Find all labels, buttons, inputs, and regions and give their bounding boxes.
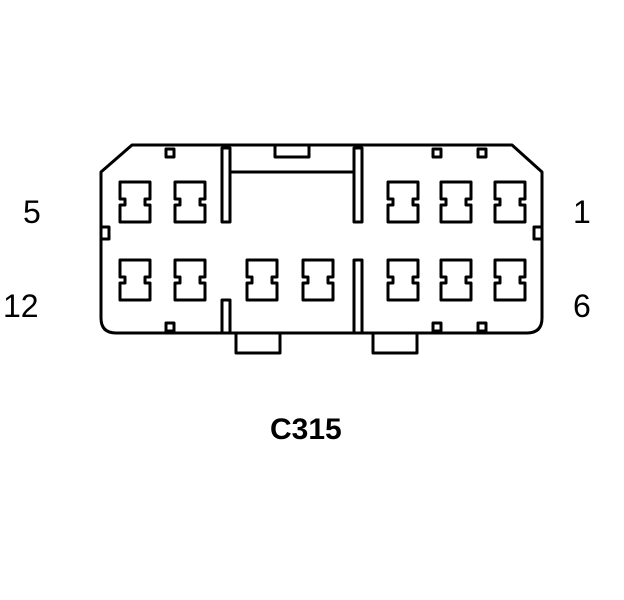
terminal-cavity-top-4: [439, 180, 473, 224]
pin-label-bottom-left: 12: [3, 288, 39, 324]
partition-post-right: [352, 146, 364, 224]
pin-label-top-right: 1: [573, 194, 591, 230]
divider-lower-left: [220, 298, 232, 335]
right-side-tab: [532, 225, 544, 241]
bottom-notch: [431, 321, 443, 333]
top-notch: [476, 147, 488, 159]
terminal-cavity-bottom-2: [173, 258, 207, 302]
bottom-notch: [476, 321, 488, 333]
terminal-cavity-bottom-3: [245, 258, 279, 302]
terminal-cavity-top-3: [386, 180, 420, 224]
terminal-cavity-bottom-1: [118, 258, 152, 302]
terminal-cavity-bottom-7: [493, 258, 527, 302]
divider-lower-right: [352, 258, 364, 335]
left-side-tab: [99, 225, 111, 241]
connector-name: C315: [270, 413, 342, 446]
bottom-lock-tab: [234, 331, 282, 355]
pin-label-top-left: 5: [23, 194, 41, 230]
connector-outline: [99, 143, 544, 335]
bottom-lock-tab: [371, 331, 419, 355]
partition-post-left: [220, 146, 232, 224]
bottom-notch: [164, 321, 176, 333]
pin-label-bottom-right: 6: [573, 288, 591, 324]
top-notch: [164, 147, 176, 159]
terminal-cavity-top-1: [118, 180, 152, 224]
terminal-cavity-top-5: [493, 180, 527, 224]
top-key: [273, 143, 311, 159]
top-notch: [431, 147, 443, 159]
terminal-cavity-bottom-5: [386, 258, 420, 302]
terminal-cavity-bottom-4: [301, 258, 335, 302]
terminal-cavity-top-2: [173, 180, 207, 224]
terminal-cavity-bottom-6: [439, 258, 473, 302]
